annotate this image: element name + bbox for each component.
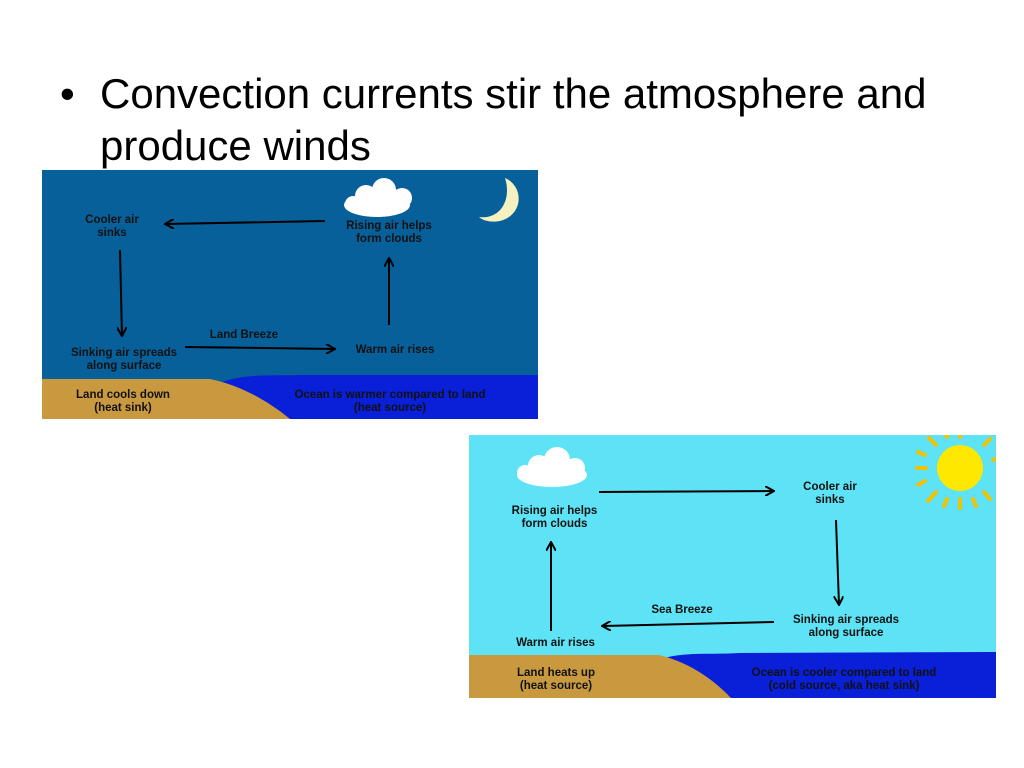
arrow-land-breeze: [184, 347, 335, 349]
day-ocean: [657, 652, 996, 698]
bullet-text: Convection currents stir the atmosphere …: [100, 70, 927, 169]
day-rising-air-label: Rising air helps form clouds: [511, 505, 598, 530]
arrow-sea-breeze: [602, 622, 775, 626]
night-sinking-air-label: Sinking air spreads along surface: [70, 347, 178, 372]
day-breeze-label: Sea Breeze: [651, 604, 713, 616]
night-land: [42, 379, 290, 419]
cloud-icon: [344, 178, 412, 217]
day-ocean-label: Ocean is cooler compared to land (cold s…: [751, 667, 937, 692]
arrow-top-left: [165, 221, 326, 224]
day-cooler-air-label: Cooler air sinks: [803, 481, 857, 506]
bullet-symbol: •: [60, 70, 75, 117]
arrow-down-left: [120, 249, 122, 336]
land-breeze-art: [42, 170, 538, 419]
night-cooler-air-label: Cooler air sinks: [85, 214, 139, 239]
day-land-label: Land heats up (heat source): [517, 667, 595, 692]
sea-breeze-diagram: Rising air helps form clouds Cooler air …: [469, 435, 996, 698]
sun-icon: [915, 435, 996, 510]
arrow-top-right: [598, 491, 774, 492]
night-ocean: [222, 375, 538, 419]
day-sinking-air-label: Sinking air spreads along surface: [792, 614, 900, 639]
day-warm-air-label: Warm air rises: [516, 637, 595, 649]
day-land: [469, 655, 731, 698]
night-breeze-label: Land Breeze: [209, 329, 279, 341]
night-ocean-label: Ocean is warmer compared to land (heat s…: [294, 389, 486, 414]
arrow-down-right: [836, 519, 839, 605]
land-breeze-diagram: Cooler air sinks Rising air helps form c…: [42, 170, 538, 419]
sea-breeze-art: [469, 435, 996, 698]
night-land-label: Land cools down (heat sink): [76, 389, 170, 414]
cloud-icon: [517, 447, 587, 487]
night-warm-air-label: Warm air rises: [355, 344, 435, 356]
moon-icon: [479, 178, 519, 222]
night-rising-air-label: Rising air helps form clouds: [346, 220, 432, 245]
